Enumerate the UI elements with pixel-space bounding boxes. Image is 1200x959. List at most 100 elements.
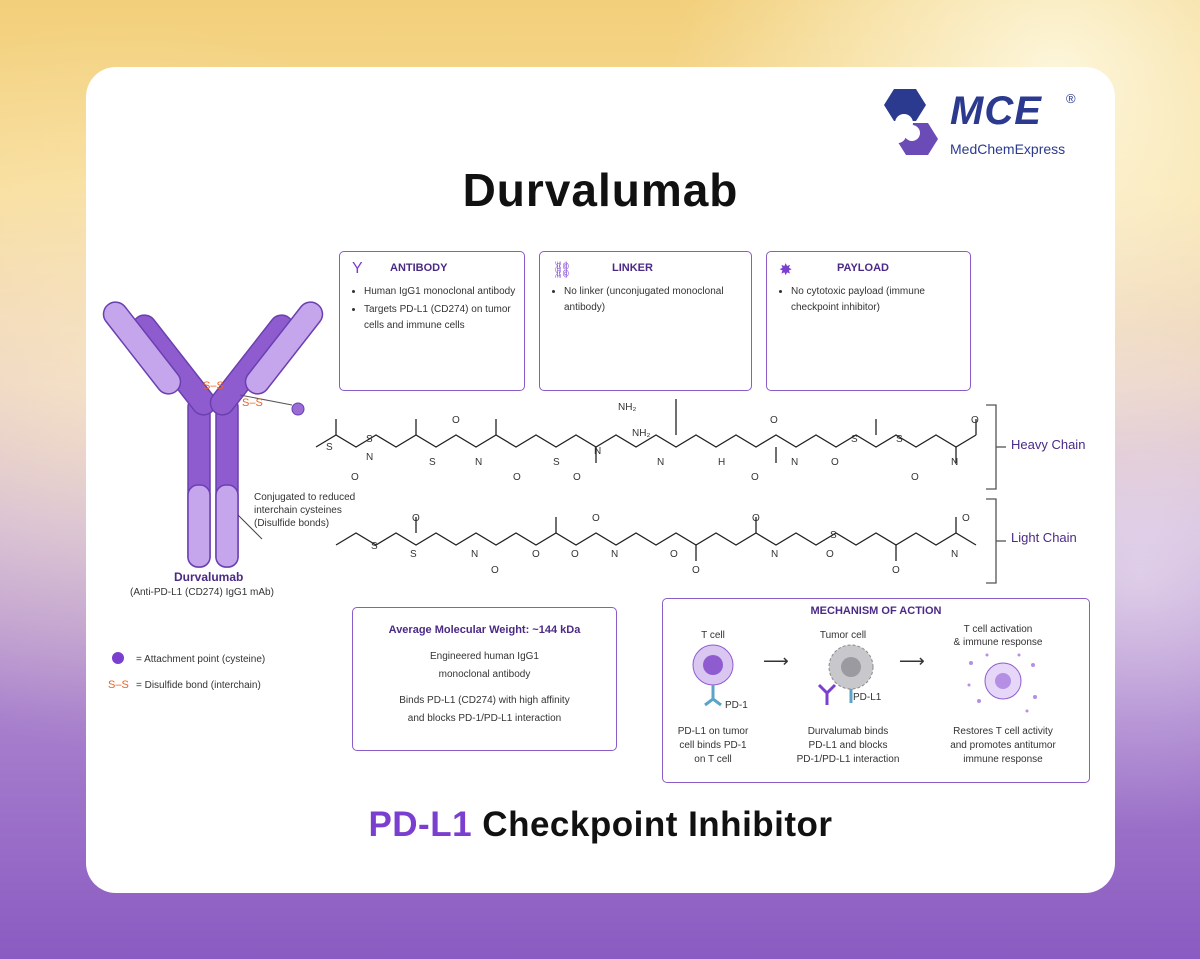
atom-o: O [351, 472, 359, 483]
atom-n: N [366, 452, 374, 463]
logo-hexagon-icon [884, 89, 938, 155]
page-subtitle: PD-L1 Checkpoint Inhibitor [86, 805, 1115, 845]
atom-n: N [951, 549, 959, 560]
atom-o: O [491, 565, 499, 576]
activated-t-cell-icon [967, 653, 1037, 713]
antibody-name: Durvalumab [174, 570, 244, 584]
atom-n: N [791, 457, 799, 468]
tumor-cell-icon [817, 644, 874, 705]
linker-box-heading: LINKER [612, 262, 653, 274]
linker-item: No linker (unconjugated monoclonal antib… [564, 284, 751, 316]
payload-box: ✸ PAYLOAD No cytotoxic payload (immune c… [766, 251, 971, 391]
atom-s: S [851, 434, 858, 445]
atom-s: S [830, 530, 837, 541]
logo-subtitle: MedChemExpress [950, 141, 1066, 157]
atom-o: O [412, 513, 420, 524]
mce-logo: MCE ® MedChemExpress [876, 87, 1086, 162]
link-icon: ⛓ [552, 262, 573, 279]
step2-title: Tumor cell [819, 630, 867, 641]
atom-nh2: NH₂ [632, 428, 651, 439]
atom-o: O [911, 472, 919, 483]
mw-line: Binds PD-L1 (CD274) with high affinity [399, 695, 570, 706]
mechanism-heading: MECHANISM OF ACTION [810, 605, 942, 617]
antibody-description: (Anti-PD-L1 (CD274) IgG1 mAb) [130, 587, 274, 598]
atom-n: N [611, 549, 619, 560]
step3-desc: immune response [963, 754, 1043, 765]
ss-label-side: S–S [242, 397, 263, 409]
mw-line: Engineered human IgG1 [430, 651, 539, 662]
atom-s: S [410, 549, 417, 560]
payload-item: No cytotoxic payload (immune checkpoint … [791, 284, 970, 316]
legend-disulfide: = Disulfide bond (interchain) [136, 680, 261, 691]
infographic-card: MCE ® MedChemExpress Durvalumab S–S S–S … [86, 67, 1115, 893]
payload-box-heading: PAYLOAD [837, 262, 889, 274]
step3-title: T cell activation [963, 624, 1033, 635]
step1-desc: on T cell [694, 754, 732, 765]
atom-s: S [553, 457, 560, 468]
logo-brand: MCE [950, 89, 1042, 133]
subtitle-rest: Checkpoint Inhibitor [472, 805, 833, 844]
mw-line: and blocks PD-1/PD-L1 interaction [407, 713, 562, 724]
atom-o: O [670, 549, 678, 560]
atom-o: O [770, 415, 778, 426]
antibody-illustration [102, 301, 324, 568]
atom-o: O [452, 415, 460, 426]
atom-nh2: NH₂ [618, 402, 637, 413]
step3-desc: and promotes antitumor [950, 740, 1056, 751]
atom-o: O [826, 549, 834, 560]
atom-s: S [326, 442, 333, 453]
t-cell-icon [692, 644, 734, 707]
ss-label-top: S–S [203, 380, 224, 392]
step2-desc: Durvalumab binds [807, 726, 889, 737]
atom-n: N [657, 457, 665, 468]
mechanism-box: MECHANISM OF ACTION T cell PD-1 PD-L1 on… [662, 598, 1090, 783]
atom-n: N [471, 549, 479, 560]
legend-attachment: = Attachment point (cysteine) [136, 654, 266, 665]
atom-o: O [532, 549, 540, 560]
atom-n: N [771, 549, 779, 560]
step3-title: & immune response [953, 637, 1043, 648]
atom-o: O [692, 565, 700, 576]
atom-o: O [592, 513, 600, 524]
step1-receptor: PD-1 [725, 700, 748, 711]
molecular-weight-box: Average Molecular Weight: ~144 kDa Engin… [352, 607, 617, 751]
atom-n: N [951, 457, 959, 468]
step2-desc: PD-L1 and blocks [808, 740, 888, 751]
atom-s: S [896, 434, 903, 445]
linker-structure [315, 399, 1006, 584]
arrow-icon: ⟶ [899, 651, 925, 671]
step1-desc: PD-L1 on tumor [677, 726, 749, 737]
atom-o: O [513, 472, 521, 483]
atom-o: O [962, 513, 970, 524]
atom-s: S [366, 434, 373, 445]
step1-desc: cell binds PD-1 [679, 740, 747, 751]
step2-receptor: PD-L1 [853, 692, 882, 703]
antibody-box-heading: ANTIBODY [390, 262, 448, 274]
step2-desc: PD-1/PD-L1 interaction [796, 754, 900, 765]
antibody-icon: Y [352, 260, 363, 277]
subtitle-accent: PD-L1 [368, 805, 473, 844]
atom-o: O [752, 513, 760, 524]
arrow-icon: ⟶ [763, 651, 789, 671]
attachment-point-icon [112, 652, 124, 664]
light-chain-label: Light Chain [1011, 530, 1077, 545]
atom-n: N [475, 457, 483, 468]
mw-line: monoclonal antibody [438, 669, 531, 680]
conjugation-note: Conjugated to reduced interchain cystein… [254, 492, 356, 529]
heavy-chain-label: Heavy Chain [1011, 437, 1086, 452]
molecular-weight-heading: Average Molecular Weight: ~144 kDa [388, 624, 581, 636]
atom-o: O [831, 457, 839, 468]
atom-s: S [371, 541, 378, 552]
atom-n: N [594, 446, 602, 457]
atom-o: O [892, 565, 900, 576]
legend-ss-symbol: S–S [108, 679, 129, 691]
logo-registered: ® [1066, 91, 1076, 106]
linker-box: ⛓ LINKER No linker (unconjugated monoclo… [539, 251, 752, 391]
antibody-box: Y ANTIBODY Human IgG1 monoclonal antibod… [339, 251, 525, 391]
antibody-item: Targets PD-L1 (CD274) on tumor cells and… [364, 302, 524, 334]
star-burst-icon: ✸ [779, 262, 793, 279]
atom-h: H [718, 457, 726, 468]
atom-s: S [429, 457, 436, 468]
antibody-item: Human IgG1 monoclonal antibody [364, 284, 524, 300]
step1-title: T cell [701, 630, 725, 641]
